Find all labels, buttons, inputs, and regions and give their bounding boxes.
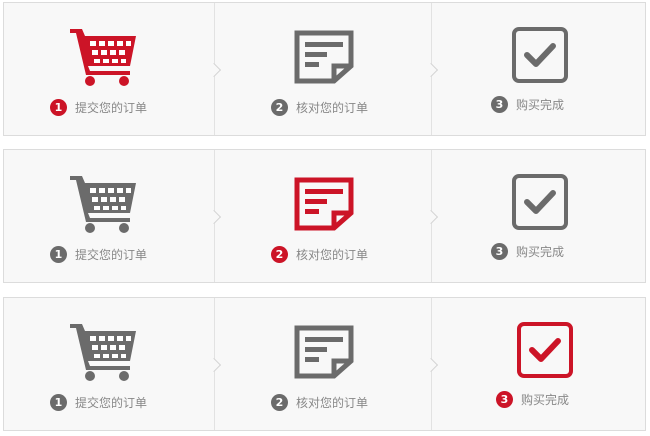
step-label: 核对您的订单 [296,248,369,262]
step-label: 购买完成 [516,98,565,112]
step-number-badge: 3 [491,243,508,260]
shopping-cart-icon [70,176,136,233]
step-label: 提交您的订单 [75,248,148,262]
step-submit-order: 1 提交您的订单 [4,150,214,282]
step-label: 核对您的订单 [296,396,369,410]
progress-panel-3: 1 提交您的订单 2 核对您的订单 3 购买完成 [3,297,646,431]
step-number-badge: 2 [271,394,288,411]
step-label-row: 2 核对您的订单 [271,394,368,411]
shopping-cart-icon [70,29,136,86]
step-number-badge: 2 [271,99,288,116]
step-label-row: 3 购买完成 [496,391,569,408]
step-label-row: 2 核对您的订单 [271,246,368,263]
step-number-badge: 3 [496,391,513,408]
step-number-badge: 1 [50,394,67,411]
step-label: 购买完成 [521,393,570,407]
document-icon [294,177,354,231]
step-label-row: 1 提交您的订单 [50,99,147,116]
step-review-order: 2 核对您的订单 [215,298,431,430]
shopping-cart-icon [70,324,136,381]
document-icon [294,30,354,84]
step-review-order: 2 核对您的订单 [215,150,431,282]
step-purchase-complete: 3 购买完成 [432,298,645,430]
progress-panel-1: 1 提交您的订单 2 核对您的订单 3 购买完成 [3,2,646,136]
step-number-badge: 1 [50,246,67,263]
step-review-order: 2 核对您的订单 [215,3,431,135]
step-number-badge: 1 [50,99,67,116]
checkbox-icon [512,174,568,230]
step-purchase-complete: 3 购买完成 [432,3,645,135]
step-label: 提交您的订单 [75,396,148,410]
step-label-row: 2 核对您的订单 [271,99,368,116]
step-label-row: 3 购买完成 [491,96,564,113]
step-label-row: 1 提交您的订单 [50,394,147,411]
document-icon [294,325,354,379]
step-label: 提交您的订单 [75,101,148,115]
step-purchase-complete: 3 购买完成 [432,150,645,282]
step-label-row: 3 购买完成 [491,243,564,260]
checkbox-icon [517,322,573,378]
step-number-badge: 2 [271,246,288,263]
step-number-badge: 3 [491,96,508,113]
progress-panel-2: 1 提交您的订单 2 核对您的订单 3 购买完成 [3,149,646,283]
step-submit-order: 1 提交您的订单 [4,298,214,430]
checkbox-icon [512,27,568,83]
step-label-row: 1 提交您的订单 [50,246,147,263]
step-label: 购买完成 [516,245,565,259]
step-submit-order: 1 提交您的订单 [4,3,214,135]
step-label: 核对您的订单 [296,101,369,115]
